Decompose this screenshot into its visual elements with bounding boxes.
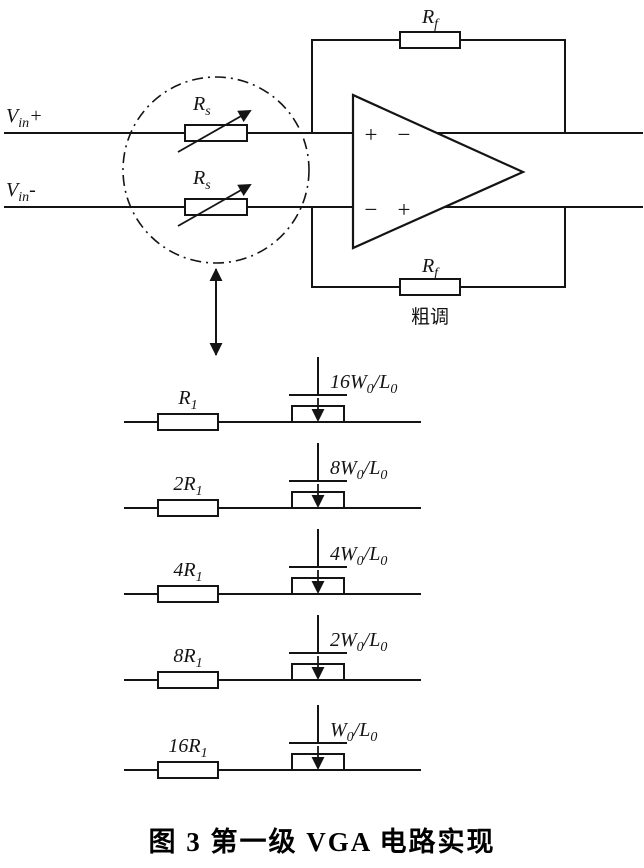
branch-resistor: [157, 413, 219, 431]
resistor-rf-top: [399, 31, 461, 49]
highlight-circle: [122, 76, 310, 264]
branch-1: R1 16W0/L0: [124, 357, 421, 431]
branch-resistor-label: 16R1: [168, 735, 207, 761]
resistor-rs-bottom: [184, 198, 248, 216]
label-rs-bottom: Rs: [192, 167, 211, 193]
vga-circuit-diagram: Rs Rs Rf Rf 粗调 + − − + Vin+ Vin- R1: [4, 6, 643, 779]
figure-caption: 图 3 第一级 VGA 电路实现: [148, 827, 496, 857]
branch-resistor: [157, 499, 219, 517]
top-circuit: Rs Rs Rf Rf 粗调 + − − + Vin+ Vin-: [4, 6, 643, 356]
mosfet-size-label: 2W0/L0: [330, 629, 387, 655]
opamp-sign-top-right: −: [398, 122, 411, 147]
opamp-sign-bot-left: −: [365, 197, 378, 222]
variable-arrow-icon: [177, 184, 252, 227]
mosfet-size-label: 4W0/L0: [330, 543, 387, 569]
resistor-rs-top: [184, 124, 248, 142]
branch-resistor-label: 4R1: [173, 559, 202, 585]
branch-resistor-label: 2R1: [173, 473, 202, 499]
mosfet-size-label: 8W0/L0: [330, 457, 387, 483]
mosfet-size-label: 16W0/L0: [330, 371, 397, 397]
branch-resistor: [157, 585, 219, 603]
label-rf-bottom: Rf: [421, 255, 440, 281]
branch-resistor-label: R1: [177, 387, 197, 413]
branch-4: 8R1 2W0/L0: [124, 615, 421, 689]
coarse-tune-label: 粗调: [411, 306, 449, 328]
wire-feedback-bottom: [311, 206, 566, 288]
branch-3: 4R1 4W0/L0: [124, 529, 421, 603]
opamp-triangle: [351, 93, 526, 250]
branch-resistor: [157, 671, 219, 689]
label-vin-minus: Vin-: [6, 179, 36, 205]
detail-branches: R1 16W0/L0 2R1 8W0/L0 4R1: [124, 357, 421, 779]
branch-resistor: [157, 761, 219, 779]
opamp-sign-bot-right: +: [398, 197, 411, 222]
label-vin-plus: Vin+: [6, 105, 43, 131]
wire-feedback-top: [311, 39, 566, 134]
variable-arrow-icon: [177, 110, 252, 153]
label-rs-top: Rs: [192, 93, 211, 119]
resistor-rf-bottom: [399, 278, 461, 296]
mosfet-size-label: W0/L0: [330, 719, 377, 745]
branch-5: 16R1 W0/L0: [124, 705, 421, 779]
label-rf-top: Rf: [421, 6, 440, 32]
branch-resistor-label: 8R1: [173, 645, 202, 671]
branch-2: 2R1 8W0/L0: [124, 443, 421, 517]
opamp-sign-top-left: +: [365, 122, 378, 147]
